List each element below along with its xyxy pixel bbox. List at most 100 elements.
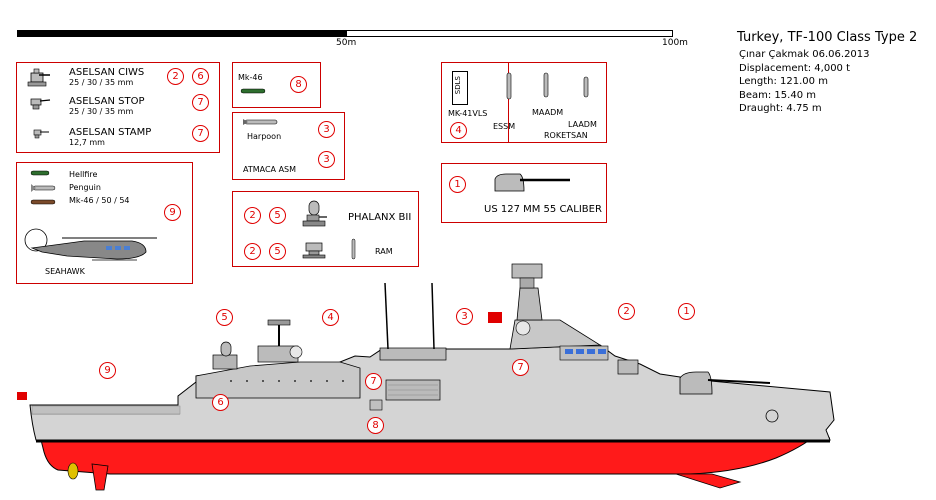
ship-profile	[17, 263, 835, 491]
marker-1: 1	[449, 176, 466, 193]
stop-icon	[30, 98, 51, 110]
pennant-emblem	[765, 409, 779, 423]
rudder	[91, 463, 109, 491]
marker-2-phalanx: 2	[244, 207, 261, 224]
hull-portholes	[230, 380, 344, 382]
harpoon-label: Harpoon	[247, 132, 282, 141]
author-date: Çınar Çakmak 06.06.2013	[739, 49, 870, 60]
essm-label: ESSM	[493, 122, 516, 131]
weapon-hellfire: Hellfire	[69, 170, 98, 179]
weapon-mk46: Mk-46 / 50 / 54	[69, 196, 130, 205]
naval-gun-icon	[494, 173, 570, 192]
marker-4: 4	[450, 122, 467, 139]
ship-marker-4: 4	[322, 309, 339, 326]
ship-marker-8: 8	[367, 417, 384, 434]
marker-2: 2	[167, 68, 184, 85]
torpedo-icon	[240, 88, 266, 94]
scale-label-100: 100m	[662, 38, 688, 48]
marker-3b: 3	[318, 151, 335, 168]
ship-marker-5: 5	[216, 309, 233, 326]
ciws-caliber: 25 / 30 / 35 mm	[69, 78, 134, 87]
marker-2-ram: 2	[244, 243, 261, 260]
antenna-mast-aft	[384, 282, 389, 350]
marker-6: 6	[192, 68, 209, 85]
midship-launchers	[379, 347, 447, 361]
ship-marker-6: 6	[212, 394, 229, 411]
stamp-name: ASELSAN STAMP	[69, 127, 152, 138]
marker-9: 9	[164, 204, 181, 221]
atmaca-label: ATMACA ASM	[243, 165, 297, 174]
antenna-mast-fwd	[431, 282, 435, 350]
spec-draught: Draught: 4.75 m	[739, 103, 822, 114]
maadm-icon	[543, 72, 549, 98]
fwd-ciws	[617, 359, 639, 375]
legend-phalanx: 2 5 PHALANX BII 2 5 RAM	[232, 191, 419, 267]
vls-text: SDLS	[454, 76, 462, 95]
laadm-label: LAADM	[568, 120, 597, 129]
radar	[511, 263, 543, 279]
stamp-caliber: 12,7 mm	[69, 138, 105, 147]
main-gun	[679, 371, 713, 395]
mk46-torpedo-icon	[30, 199, 56, 205]
marker-7: 7	[192, 94, 209, 111]
legend-vls: SDLS MK-41VLS ESSM 4 MAADM LAADM ROKETSA…	[441, 62, 607, 143]
marker-3: 3	[318, 121, 335, 138]
scale-label-50: 50m	[336, 38, 357, 48]
hellfire-icon	[30, 170, 50, 176]
ship-marker-1: 1	[678, 303, 695, 320]
legend-gun: 1 US 127 MM 55 CALIBER	[441, 163, 607, 223]
main-mast	[516, 287, 543, 321]
ship-marker-9: 9	[99, 362, 116, 379]
legend-helo: Hellfire Penguin Mk-46 / 50 / 54 9 SEAHA…	[16, 162, 193, 284]
scale-segment-white	[346, 30, 673, 37]
ship-marker-7a: 7	[365, 373, 382, 390]
sonar-dome	[675, 473, 742, 489]
ciws-icon	[27, 68, 50, 87]
propeller	[67, 462, 79, 480]
ram-missile-icon	[351, 238, 356, 260]
ciws-name: ASELSAN CIWS	[69, 67, 145, 78]
seahawk-icon	[24, 228, 157, 261]
mk46-label: Mk-46	[238, 73, 263, 82]
legend-harpoon: Harpoon 3 ATMACA ASM 3	[232, 112, 345, 180]
stamp-icon	[33, 129, 49, 139]
essm-icon	[506, 72, 512, 100]
ship-marker-7b: 7	[512, 359, 529, 376]
maadm-label: MAADM	[532, 108, 564, 117]
ram-launcher-icon	[302, 242, 326, 259]
legend-mk46: Mk-46 8	[232, 62, 321, 108]
marker-5-phalanx: 5	[269, 207, 286, 224]
phalanx-icon	[302, 200, 327, 227]
spec-displacement: Displacement: 4,000 t	[739, 62, 851, 74]
marker-7b: 7	[192, 125, 209, 142]
flight-deck-netting	[31, 405, 181, 415]
spec-length: Length: 121.00 m	[739, 76, 828, 87]
specs-block: Çınar Çakmak 06.06.2013 Displacement: 4,…	[739, 48, 870, 116]
mk41-label: MK-41VLS	[448, 109, 488, 118]
penguin-icon	[31, 184, 56, 192]
scale-segment-black	[17, 30, 346, 37]
ship-marker-3: 3	[456, 308, 473, 325]
stop-name: ASELSAN STOP	[69, 96, 145, 107]
marker-8: 8	[290, 76, 307, 93]
marker-5-ram: 5	[269, 243, 286, 260]
aft-phalanx	[212, 354, 238, 370]
ram-label: RAM	[375, 247, 393, 256]
page-title: Turkey, TF-100 Class Type 2	[737, 30, 918, 45]
vls-cell-icon: SDLS	[452, 71, 468, 105]
stop-caliber: 25 / 30 / 35 mm	[69, 107, 134, 116]
weapon-penguin: Penguin	[69, 183, 101, 192]
mast-flag	[488, 312, 502, 323]
gun-label: US 127 MM 55 CALIBER	[484, 204, 602, 215]
vls-divider	[508, 63, 509, 142]
harpoon-icon	[243, 119, 278, 125]
spec-beam: Beam: 15.40 m	[739, 89, 816, 101]
roketsan-label: ROKETSAN	[544, 131, 588, 140]
ship-marker-2: 2	[618, 303, 635, 320]
laadm-icon	[583, 76, 589, 98]
helo-weapons: Hellfire Penguin Mk-46 / 50 / 54	[69, 168, 130, 207]
legend-aselsan: ASELSAN CIWS 25 / 30 / 35 mm 2 6 ASELSAN…	[16, 62, 220, 153]
phalanx-label: PHALANX BII	[348, 212, 412, 223]
seahawk-label: SEAHAWK	[45, 267, 85, 276]
stern-flag	[17, 392, 27, 400]
